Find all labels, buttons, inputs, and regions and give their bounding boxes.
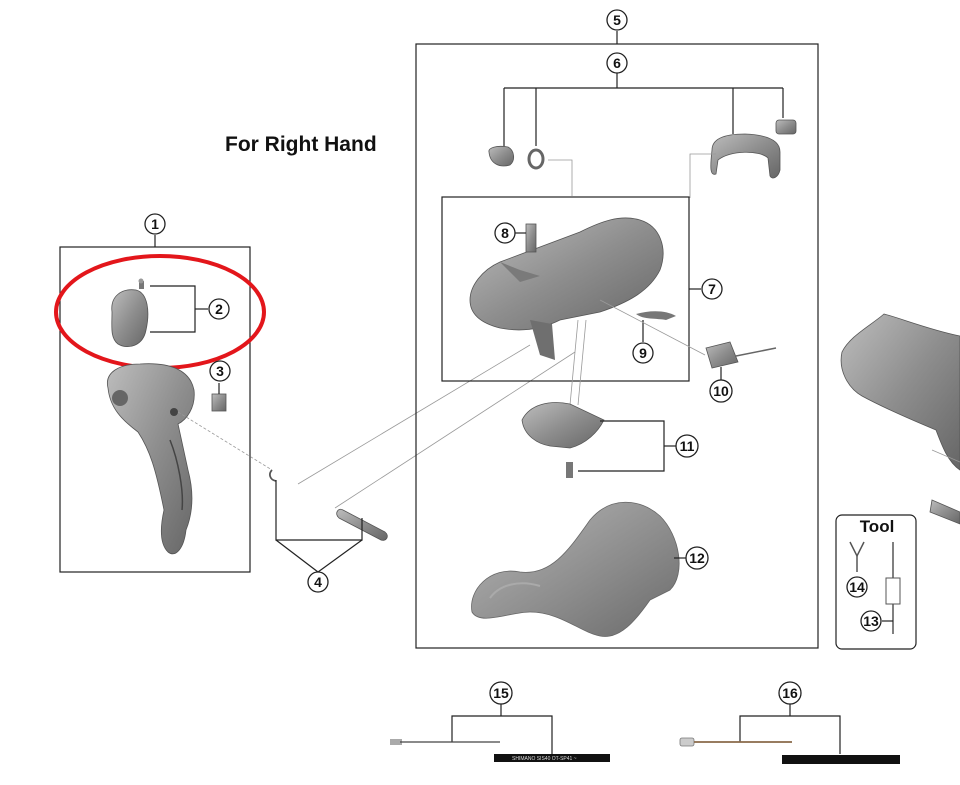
callout-10: 10 bbox=[709, 379, 733, 403]
svg-text:1: 1 bbox=[151, 216, 159, 232]
part-15-outer-casing: SHIMANO SIS40 OT-SP41 ~ bbox=[494, 754, 610, 762]
part-9-spring bbox=[636, 311, 676, 320]
svg-text:12: 12 bbox=[689, 550, 705, 566]
part-4-clip bbox=[269, 469, 277, 482]
part-6-clamp bbox=[710, 133, 781, 179]
part-6-screw bbox=[775, 119, 797, 135]
svg-text:2: 2 bbox=[215, 301, 223, 317]
svg-text:3: 3 bbox=[216, 363, 224, 379]
callout-5: 5 bbox=[606, 9, 628, 31]
part-13-tool bbox=[885, 542, 901, 634]
callout-3: 3 bbox=[209, 360, 231, 382]
part-12-hood bbox=[471, 501, 680, 637]
svg-text:4: 4 bbox=[314, 574, 322, 590]
part-6-bolt bbox=[488, 145, 514, 167]
svg-text:6: 6 bbox=[613, 55, 621, 71]
svg-text:13: 13 bbox=[863, 613, 879, 629]
callout-7: 7 bbox=[701, 278, 723, 300]
callout-15: 15 bbox=[489, 681, 513, 705]
svg-text:14: 14 bbox=[849, 579, 865, 595]
tool-box-frame bbox=[835, 514, 917, 650]
svg-text:9: 9 bbox=[639, 345, 647, 361]
diagram-title: For Right Hand bbox=[225, 133, 377, 156]
part-3 bbox=[211, 393, 227, 412]
part-11-cover bbox=[521, 402, 605, 478]
callout-14: 14 bbox=[846, 576, 868, 598]
callout-2: 2 bbox=[208, 298, 230, 320]
svg-text:7: 7 bbox=[708, 281, 716, 297]
svg-text:8: 8 bbox=[501, 225, 509, 241]
part-8-screw bbox=[525, 223, 537, 253]
part-7-body bbox=[469, 217, 664, 360]
svg-text:10: 10 bbox=[713, 383, 729, 399]
partial-lever-right bbox=[840, 313, 960, 525]
callout-1: 1 bbox=[144, 213, 166, 235]
callout-6: 6 bbox=[606, 52, 628, 74]
callout-13: 13 bbox=[860, 610, 882, 632]
part-16-outer-casing bbox=[782, 755, 900, 764]
part-6-washer bbox=[527, 148, 545, 170]
svg-text:SHIMANO SIS40 OT-SP41 ~: SHIMANO SIS40 OT-SP41 ~ bbox=[512, 756, 577, 762]
svg-text:16: 16 bbox=[782, 685, 798, 701]
part-14-tool bbox=[849, 541, 865, 572]
part-15-inner-cable bbox=[390, 739, 500, 745]
part-2-cover bbox=[111, 278, 149, 347]
tool-box-label: Tool bbox=[860, 517, 895, 536]
highlight-circle bbox=[54, 254, 266, 370]
part-16-inner-cable bbox=[679, 737, 792, 747]
svg-text:5: 5 bbox=[613, 12, 621, 28]
svg-text:15: 15 bbox=[493, 685, 509, 701]
part-1-lever bbox=[107, 363, 195, 555]
callout-4: 4 bbox=[307, 571, 329, 593]
callout-16: 16 bbox=[778, 681, 802, 705]
callout-11: 11 bbox=[675, 434, 699, 458]
svg-text:11: 11 bbox=[680, 438, 695, 454]
callout-12: 12 bbox=[685, 546, 709, 570]
callout-8: 8 bbox=[494, 222, 516, 244]
callout-9: 9 bbox=[632, 342, 654, 364]
part-10-plate bbox=[705, 341, 777, 369]
